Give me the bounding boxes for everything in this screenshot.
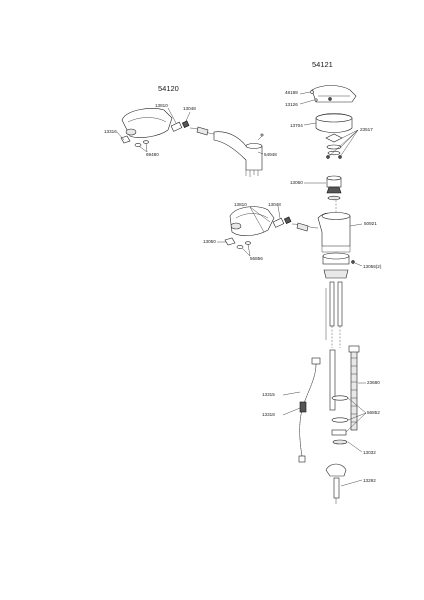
base-screw — [351, 260, 355, 264]
cap-ring — [325, 133, 343, 143]
label-13318: 13318 — [262, 412, 275, 417]
main-body — [317, 212, 363, 340]
label-23517: 23517 — [360, 127, 373, 132]
label-13050: 13050 — [203, 239, 216, 244]
label-69480: 69480 — [146, 152, 159, 157]
label-13126: 13126 — [285, 102, 298, 107]
hose-weight-13318 — [299, 401, 307, 413]
label-54948: 54948 — [264, 152, 277, 157]
right-assembly-top — [299, 85, 359, 201]
left-nipple — [181, 120, 190, 128]
label-56856: 56856 — [250, 256, 263, 261]
middle-spout-head — [229, 206, 275, 236]
left-coupling — [170, 121, 183, 132]
label-13810-top: 13810 — [155, 103, 168, 108]
left-spray-face — [125, 128, 137, 136]
hose-connector-top — [311, 357, 321, 365]
label-13810-mid: 13810 — [234, 202, 247, 207]
middle-hose-sleeve — [296, 222, 309, 232]
label-23680: 23680 — [367, 380, 380, 385]
hose-connector-bottom — [298, 455, 306, 463]
screw-13126 — [314, 98, 318, 102]
left-oring-2 — [143, 140, 149, 144]
label-13316: 13316 — [104, 129, 117, 134]
lever-handle — [311, 85, 357, 103]
ring-56852-c — [331, 429, 347, 436]
supply-tube — [329, 349, 336, 411]
label-48198: 48198 — [285, 90, 298, 95]
left-assembly — [116, 107, 264, 177]
bracket-13292 — [325, 463, 347, 477]
label-13048-top: 13048 — [183, 106, 196, 111]
ring-56852-b — [331, 417, 349, 423]
shank-left — [329, 281, 335, 327]
middle-coupling — [272, 217, 285, 228]
cartridge-seal — [327, 195, 341, 201]
connector-13292 — [333, 477, 340, 499]
label-13315: 13315 — [262, 392, 275, 397]
label-13032: 13032 — [363, 450, 376, 455]
left-nut — [120, 135, 131, 144]
label-13048-mid: 13048 — [268, 202, 281, 207]
mount-plate — [323, 269, 349, 279]
label-13704: 13704 — [290, 123, 303, 128]
label-13060: 13060 — [290, 180, 303, 185]
title-54121: 54121 — [312, 60, 333, 69]
label-13056: 13056(2) — [363, 264, 382, 269]
gasket-2 — [327, 150, 341, 156]
label-50921: 50921 — [364, 221, 377, 226]
middle-nut — [224, 237, 236, 246]
ring-56852-a — [331, 395, 349, 401]
handle-screw — [328, 97, 332, 101]
left-oring-1 — [134, 143, 142, 147]
title-54120: 54120 — [158, 84, 179, 93]
screw-48198 — [310, 90, 314, 94]
washer-13032 — [332, 439, 348, 445]
left-hose-sleeve — [196, 126, 209, 136]
lower-assembly — [282, 200, 367, 504]
shank-right — [337, 281, 343, 327]
left-body — [213, 131, 263, 171]
label-56852: 56852 — [367, 410, 380, 415]
middle-assembly — [217, 205, 319, 257]
label-13292: 13292 — [363, 478, 376, 483]
